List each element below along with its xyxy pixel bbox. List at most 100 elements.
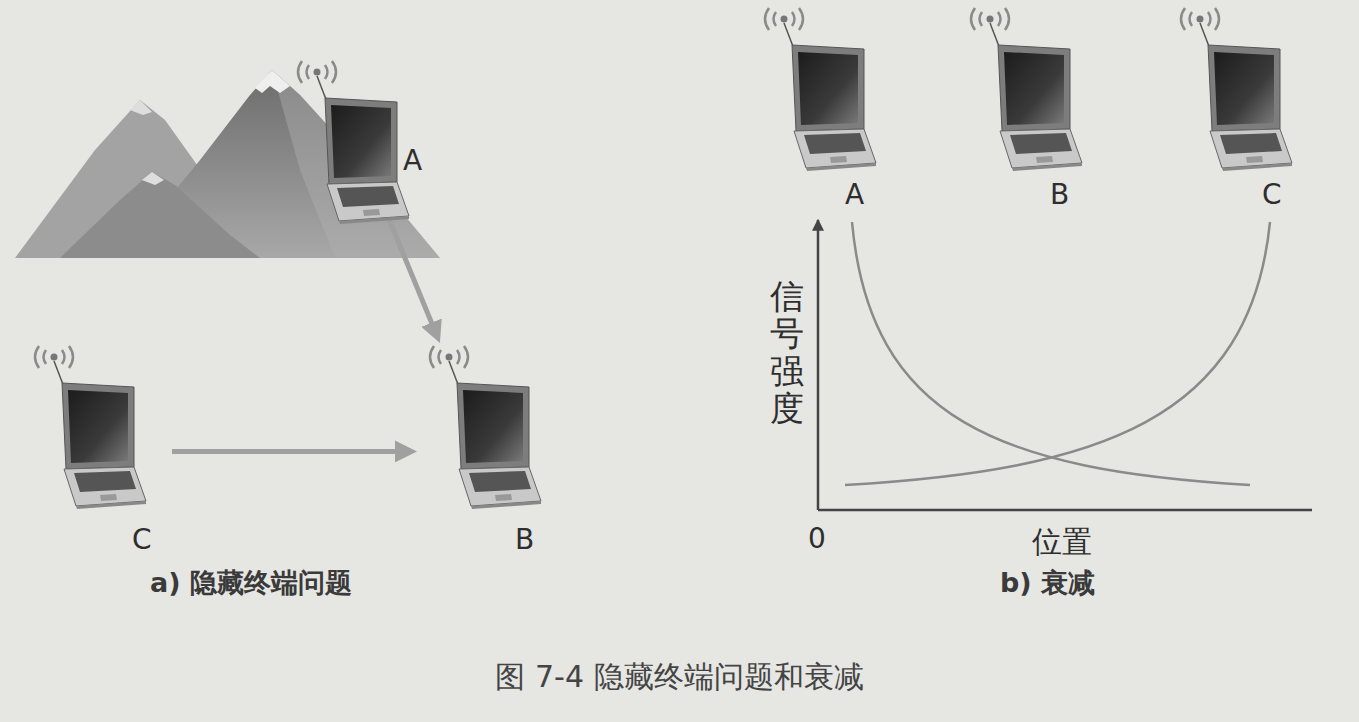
laptop-edge [1222, 163, 1292, 171]
y-axis [817, 220, 820, 510]
keyboard [804, 133, 866, 154]
laptop-drawing [298, 61, 409, 224]
radio-wave [69, 346, 73, 368]
signal-curve [845, 222, 1270, 485]
radio-wave [62, 350, 65, 364]
laptop-icon [752, 5, 877, 175]
laptop-node: C [1168, 5, 1293, 215]
radio-wave [439, 350, 442, 364]
laptop-base [459, 467, 541, 506]
laptop-drawing [765, 8, 876, 171]
laptop-node: B [417, 343, 552, 560]
antenna-dot [781, 16, 788, 23]
snow-cap [142, 172, 164, 185]
axis-origin: 0 [808, 524, 826, 555]
radio-wave [765, 8, 769, 30]
laptop-lid [792, 45, 864, 131]
mountain-front [60, 172, 260, 258]
radio-wave [430, 346, 434, 368]
laptop-lid [1208, 45, 1280, 131]
touchpad [495, 494, 512, 501]
laptop-base [1000, 129, 1082, 168]
keyboard [1220, 133, 1282, 154]
laptop-screen [68, 390, 128, 463]
laptop-base [794, 129, 876, 168]
laptop-node: A [285, 58, 426, 218]
laptop-icon [1168, 5, 1293, 175]
laptop-screen [1214, 52, 1274, 125]
radio-wave [1208, 12, 1211, 26]
laptop-screen [798, 52, 858, 125]
signal-curve [852, 222, 1250, 485]
laptop-base [64, 467, 146, 506]
laptop-screen [331, 105, 391, 178]
figure-caption: 图 7-4 隐藏终端问题和衰减 [0, 660, 1359, 693]
keyboard [74, 471, 136, 492]
radio-wave [1190, 12, 1193, 26]
keyboard [469, 471, 531, 492]
laptop-screen [1004, 52, 1064, 125]
laptop-node: B [958, 5, 1083, 215]
radio-wave [998, 12, 1001, 26]
laptop-drawing [1181, 8, 1292, 171]
signal-arrow [172, 449, 409, 454]
node-label: A [403, 146, 422, 177]
x-axis [818, 509, 1312, 512]
snow-cap [130, 100, 152, 115]
laptop-edge [1012, 163, 1082, 171]
antenna-dot [1197, 16, 1204, 23]
axis-title: 位置 [1032, 525, 1092, 558]
node-label: C [132, 525, 152, 556]
laptop-icon [22, 343, 147, 513]
laptop-lid [457, 383, 529, 469]
snow-cap [255, 70, 290, 93]
laptop-lid [62, 383, 134, 469]
node-label: B [1050, 180, 1069, 211]
laptop-base [1210, 129, 1292, 168]
radio-wave [298, 61, 302, 83]
laptop-edge [806, 163, 876, 171]
keyboard [337, 186, 399, 207]
radio-wave [464, 346, 468, 368]
node-label: C [1262, 180, 1282, 211]
laptop-icon [958, 5, 1083, 175]
antenna-dot [314, 69, 321, 76]
laptop-edge [339, 216, 409, 224]
laptop-lid [325, 98, 397, 184]
laptop-lid [998, 45, 1070, 131]
signal-chart [818, 220, 1312, 510]
laptop-icon [285, 58, 410, 228]
laptop-icon [417, 343, 542, 513]
keyboard [1010, 133, 1072, 154]
axis-title: 信号强度 [770, 278, 804, 428]
touchpad [1036, 156, 1053, 163]
panel-caption: b) 衰减 [1000, 568, 1095, 598]
mountain [15, 70, 440, 258]
laptop-edge [76, 501, 146, 509]
radio-wave [35, 346, 39, 368]
radio-wave [457, 350, 460, 364]
antenna-dot [446, 354, 453, 361]
radio-wave [325, 65, 328, 79]
radio-wave [792, 12, 795, 26]
radio-wave [774, 12, 777, 26]
laptop-drawing [430, 346, 541, 509]
laptop-base [327, 182, 409, 221]
laptop-screen [463, 390, 523, 463]
touchpad [100, 494, 117, 501]
radio-wave [307, 65, 310, 79]
radio-wave [980, 12, 983, 26]
mountain-shade [272, 70, 440, 258]
radio-wave [44, 350, 47, 364]
touchpad [1246, 156, 1263, 163]
radio-wave [1005, 8, 1009, 30]
laptop-edge [471, 501, 541, 509]
laptop-node: A [752, 5, 877, 215]
laptop-drawing [35, 346, 146, 509]
radio-wave [332, 61, 336, 83]
antenna-dot [987, 16, 994, 23]
node-label: A [845, 180, 864, 211]
radio-wave [1215, 8, 1219, 30]
